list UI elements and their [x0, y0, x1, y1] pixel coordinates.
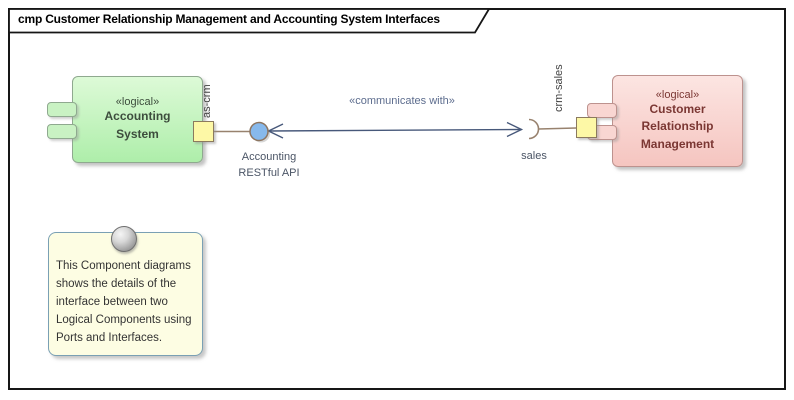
communicates-with-label: «communicates with» — [349, 95, 455, 107]
port-crm-sales-label: crm-sales — [553, 64, 565, 112]
provided-interface-label: Accounting RESTful API — [238, 151, 300, 179]
component-customer-relationship-management[interactable]: «logical» Customer Relationship Manageme… — [612, 75, 743, 167]
crm-stereotype: «logical» — [655, 88, 700, 101]
diagram-title: cmp Customer Relationship Management and… — [18, 12, 440, 26]
accounting-name: Accounting System — [104, 109, 171, 141]
accounting-stereotype: «logical» — [115, 96, 160, 109]
component-tab-icon — [587, 103, 617, 118]
port-crm-sales[interactable] — [576, 117, 597, 138]
crm-name: Customer Relationship Management — [640, 101, 715, 151]
component-tab-icon — [47, 124, 77, 139]
required-interface-label: sales — [521, 150, 547, 162]
port-as-crm-label: as-crm — [201, 84, 213, 118]
port-as-crm[interactable] — [193, 121, 214, 142]
note-pin-sphere-icon — [111, 226, 137, 252]
component-accounting-system[interactable]: «logical» Accounting System — [72, 76, 203, 163]
note-box[interactable]: This Component diagrams shows the detail… — [48, 232, 203, 356]
component-tab-icon — [47, 102, 77, 117]
